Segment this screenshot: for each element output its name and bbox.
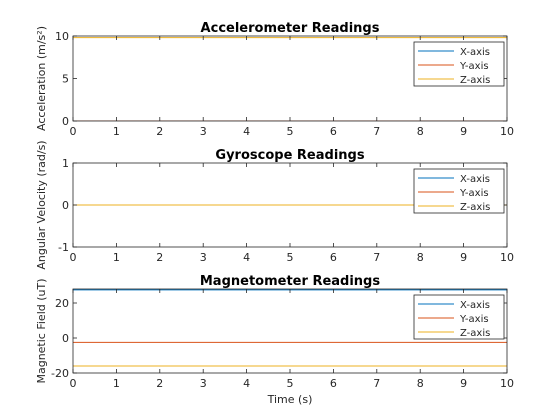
x-tick-label: 4 (243, 251, 250, 264)
x-tick-label: 0 (70, 251, 77, 264)
y-tick-label: 0 (62, 199, 69, 212)
legend-label: Y-axis (459, 61, 489, 72)
x-tick-label: 1 (113, 251, 120, 264)
x-tick-label: 8 (417, 377, 424, 390)
x-tick-label: 4 (243, 377, 250, 390)
x-tick-label: 8 (417, 125, 424, 138)
x-tick-label: 8 (417, 251, 424, 264)
legend-label: X-axis (460, 300, 490, 311)
legend-label: X-axis (460, 47, 490, 58)
legend-box (413, 41, 505, 87)
y-tick-label: 10 (55, 30, 69, 43)
x-tick-label: 5 (287, 251, 294, 264)
x-tick-label: 5 (287, 377, 294, 390)
x-tick-label: 9 (460, 377, 467, 390)
x-tick-label: 0 (70, 125, 77, 138)
y-axis-label: Angular Velocity (rad/s) (35, 140, 48, 269)
x-tick-label: 7 (373, 251, 380, 264)
x-tick-label: 1 (113, 125, 120, 138)
legend-label: Z-axis (460, 328, 490, 339)
x-tick-label: 2 (156, 251, 163, 264)
x-tick-label: 3 (200, 377, 207, 390)
x-tick-label: 7 (373, 377, 380, 390)
x-tick-label: 2 (156, 377, 163, 390)
x-tick-label: 10 (500, 125, 514, 138)
y-tick-label: -20 (51, 367, 69, 380)
x-tick-label: 10 (500, 251, 514, 264)
y-axis-label: Acceleration (m/s²) (35, 26, 48, 131)
x-tick-label: 6 (330, 377, 337, 390)
legend-label: Y-axis (459, 314, 489, 325)
subplot-1: 0 1 2 3 4 5 6 7 8 9 10 0 5 10 Accelerometer Readings Ac… (35, 21, 514, 138)
x-tick-label: 5 (287, 125, 294, 138)
y-tick-label: 20 (55, 297, 69, 310)
chart-title: Magnetometer Readings (200, 274, 380, 289)
x-tick-label: 4 (243, 125, 250, 138)
chart-title: Gyroscope Readings (215, 148, 364, 163)
y-tick-label: -1 (58, 241, 69, 254)
x-tick-label: 3 (200, 251, 207, 264)
x-tick-label: 9 (460, 125, 467, 138)
x-tick-label: 6 (330, 125, 337, 138)
x-tick-label: 6 (330, 251, 337, 264)
x-tick-label: 9 (460, 251, 467, 264)
legend-label: Y-axis (459, 188, 489, 199)
x-tick-label: 2 (156, 125, 163, 138)
legend-label: Z-axis (460, 75, 490, 86)
legend-label: X-axis (460, 174, 490, 185)
x-tick-label: 10 (500, 377, 514, 390)
y-axis-label: Magnetic Field (uT) (35, 278, 48, 383)
x-tick-label: 1 (113, 377, 120, 390)
y-tick-label: 0 (62, 115, 69, 128)
x-tick-label: 3 (200, 125, 207, 138)
chart-title: Accelerometer Readings (201, 21, 380, 36)
x-tick-label: 0 (70, 377, 77, 390)
y-tick-label: 1 (62, 157, 69, 170)
x-axis-label: Time (s) (267, 393, 313, 406)
x-tick-label: 7 (373, 125, 380, 138)
y-tick-label: 5 (62, 73, 69, 86)
y-tick-label: 0 (62, 332, 69, 345)
legend-label: Z-axis (460, 202, 490, 213)
